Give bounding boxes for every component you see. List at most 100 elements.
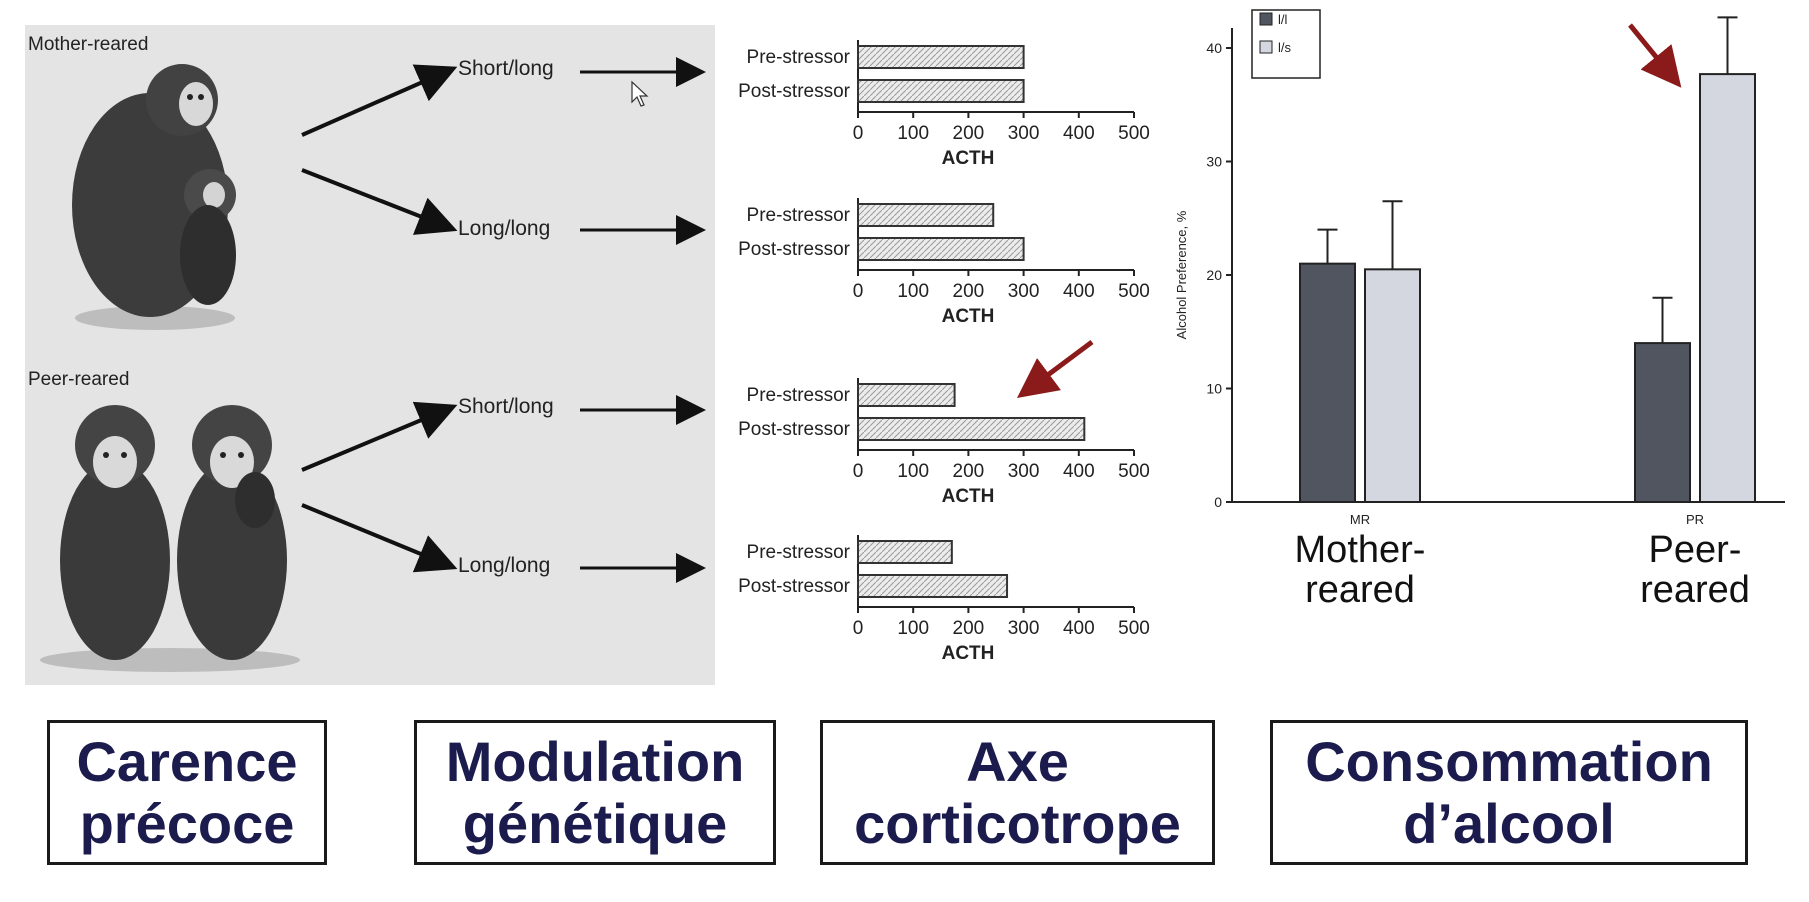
acth-xlabel: ACTH — [942, 148, 995, 169]
legend-swatch — [1259, 12, 1273, 26]
peer-reared-label: Peer-reared — [28, 369, 129, 390]
box-carence-precoce: Carence précoce — [47, 720, 327, 865]
arrow-peer-longlong — [301, 503, 458, 573]
alcohol-category-name: Mother- — [1295, 529, 1426, 571]
acth-bar-post — [857, 574, 1009, 598]
acth-row-label: Pre-stressor — [747, 47, 851, 68]
arrow-mother-shortlong — [301, 64, 458, 137]
alcohol-category-name: reared — [1305, 569, 1415, 611]
acth-bar-pre — [857, 45, 1025, 69]
box-modulation-line1: Modulation — [445, 729, 745, 793]
box-carence-line1: Carence — [76, 729, 298, 793]
acth-xlabel: ACTH — [942, 306, 995, 327]
alcohol-y-tick-label: 30 — [1206, 154, 1222, 170]
acth-tick-label: 300 — [1008, 461, 1040, 482]
acth-xlabel: ACTH — [942, 643, 995, 664]
genotype-label-mother-shortlong: Short/long — [458, 57, 554, 80]
alcohol-y-tick-label: 10 — [1206, 381, 1222, 397]
alcohol-bar-ll — [1299, 262, 1356, 503]
acth-tick-label: 400 — [1063, 461, 1095, 482]
acth-tick-label: 0 — [853, 461, 864, 482]
box-axe-line1: Axe — [966, 729, 1069, 793]
acth-tick-label: 0 — [853, 123, 864, 144]
box-consommation-line2: d’alcool — [1403, 791, 1615, 855]
acth-tick-label: 500 — [1118, 461, 1150, 482]
red-arrow-acth-icon — [1016, 339, 1094, 398]
acth-tick-label: 100 — [897, 461, 929, 482]
alcohol-y-axis-label: Alcohol Preference, % — [1174, 210, 1189, 339]
box-consommation-line1: Consommation — [1305, 729, 1713, 793]
acth-tick-label: 500 — [1118, 618, 1150, 639]
alcohol-legend: l/l l/s — [1251, 9, 1321, 79]
acth-tick-label: 200 — [953, 461, 985, 482]
acth-xlabel: ACTH — [942, 486, 995, 507]
acth-row-label: Post-stressor — [738, 239, 851, 260]
acth-tick-label: 400 — [1063, 123, 1095, 144]
acth-tick-label: 500 — [1118, 281, 1150, 302]
acth-row-label: Post-stressor — [738, 576, 851, 597]
alcohol-y-tick-label: 40 — [1206, 40, 1222, 56]
alcohol-category-label: PR — [1686, 512, 1704, 527]
arrow-mother-longlong — [301, 168, 458, 235]
acth-tick-label: 0 — [853, 618, 864, 639]
alcohol-y-tick-label: 0 — [1214, 494, 1222, 510]
mother-monkey-illustration — [72, 64, 236, 330]
acth-bar-pre — [857, 383, 956, 407]
acth-tick-label: 500 — [1118, 123, 1150, 144]
acth-row-label: Post-stressor — [738, 81, 851, 102]
acth-tick-label: 100 — [897, 618, 929, 639]
box-carence-line2: précoce — [79, 791, 295, 855]
acth-tick-label: 300 — [1008, 618, 1040, 639]
alcohol-y-tick-label: 20 — [1206, 267, 1222, 283]
acth-tick-label: 300 — [1008, 123, 1040, 144]
box-axe-corticotrope: Axe corticotrope — [820, 720, 1215, 865]
acth-tick-label: 0 — [853, 281, 864, 302]
acth-tick-label: 100 — [897, 281, 929, 302]
mouse-cursor-icon — [631, 80, 649, 107]
acth-bar-pre — [857, 540, 953, 564]
red-arrow-alcohol-icon — [1628, 23, 1682, 88]
alcohol-category-label: MR — [1350, 512, 1370, 527]
acth-tick-label: 400 — [1063, 618, 1095, 639]
alcohol-bar-ll — [1634, 342, 1691, 503]
peer-monkeys-illustration — [40, 405, 300, 672]
acth-tick-label: 200 — [953, 618, 985, 639]
box-axe-line2: corticotrope — [854, 791, 1181, 855]
genotype-label-peer-shortlong: Short/long — [458, 395, 554, 418]
legend-label: l/l — [1278, 12, 1288, 27]
acth-bar-post — [857, 79, 1025, 103]
acth-tick-label: 200 — [953, 123, 985, 144]
acth-row-label: Pre-stressor — [747, 385, 851, 406]
genotype-label-mother-longlong: Long/long — [458, 217, 550, 240]
box-modulation-line2: génétique — [462, 791, 728, 855]
acth-bar-post — [857, 237, 1025, 261]
arrow-peer-shortlong — [301, 401, 458, 472]
alcohol-bar-ls — [1699, 73, 1756, 503]
genotype-label-peer-longlong: Long/long — [458, 554, 550, 577]
box-modulation-genetique: Modulation génétique — [414, 720, 776, 865]
mother-reared-label: Mother-reared — [28, 34, 148, 55]
acth-row-label: Pre-stressor — [747, 542, 851, 563]
box-consommation-alcool: Consommation d’alcool — [1270, 720, 1748, 865]
acth-bar-post — [857, 417, 1086, 441]
acth-row-label: Pre-stressor — [747, 205, 851, 226]
alcohol-category-name: reared — [1640, 569, 1750, 611]
legend-label: l/s — [1278, 40, 1292, 55]
alcohol-bar-ls — [1364, 268, 1421, 504]
acth-row-label: Post-stressor — [738, 419, 851, 440]
acth-tick-label: 100 — [897, 123, 929, 144]
acth-tick-label: 200 — [953, 281, 985, 302]
legend-swatch — [1259, 40, 1273, 54]
alcohol-category-name: Peer- — [1649, 529, 1742, 571]
acth-tick-label: 400 — [1063, 281, 1095, 302]
acth-bar-pre — [857, 203, 995, 227]
acth-tick-label: 300 — [1008, 281, 1040, 302]
